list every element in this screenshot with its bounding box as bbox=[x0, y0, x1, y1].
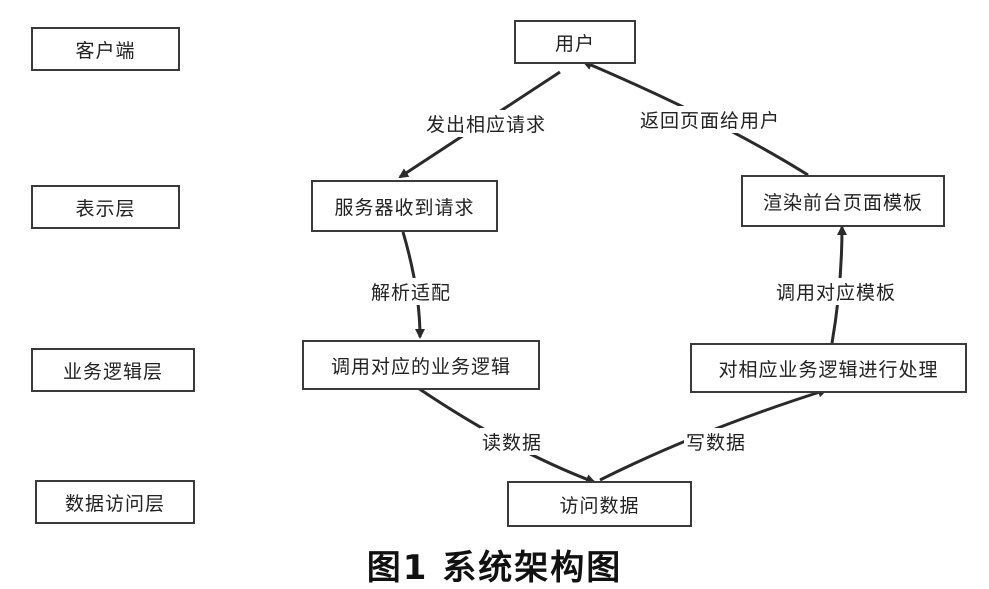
node-render-template-label: 渲染前台页面模板 bbox=[762, 191, 923, 214]
node-call-business-label: 调用对应的业务逻辑 bbox=[330, 355, 511, 378]
layer-data-access-label: 数据访问层 bbox=[64, 492, 165, 515]
edge-label-send-request: 发出相应请求 bbox=[424, 110, 549, 137]
node-access-data: 访问数据 bbox=[507, 481, 692, 527]
node-process-business-label: 对相应业务逻辑进行处理 bbox=[718, 358, 939, 381]
node-process-business: 对相应业务逻辑进行处理 bbox=[690, 343, 967, 393]
layer-client-label: 客户端 bbox=[75, 39, 136, 62]
figure-caption: 图1 系统架构图 bbox=[366, 548, 623, 588]
layer-presentation-box: 表示层 bbox=[31, 185, 180, 229]
layer-business-label: 业务逻辑层 bbox=[62, 360, 163, 383]
edge-label-call-template: 调用对应模板 bbox=[774, 278, 899, 305]
node-render-template: 渲染前台页面模板 bbox=[741, 175, 945, 227]
node-user-label: 用户 bbox=[554, 32, 595, 55]
edge-label-parse-adapt: 解析适配 bbox=[369, 278, 454, 305]
edge-label-read-data: 读数据 bbox=[480, 428, 545, 455]
node-access-data-label: 访问数据 bbox=[559, 494, 640, 517]
node-server-receive: 服务器收到请求 bbox=[311, 180, 498, 232]
node-server-receive-label: 服务器收到请求 bbox=[334, 196, 475, 219]
edge-label-return-page: 返回页面给用户 bbox=[638, 106, 783, 133]
layer-client-box: 客户端 bbox=[31, 27, 180, 71]
node-call-business: 调用对应的业务逻辑 bbox=[302, 340, 540, 390]
layer-presentation-label: 表示层 bbox=[75, 197, 136, 220]
layer-business-box: 业务逻辑层 bbox=[31, 348, 195, 392]
layer-data-access-box: 数据访问层 bbox=[35, 480, 195, 524]
edge-label-write-data: 写数据 bbox=[684, 428, 749, 455]
node-user: 用户 bbox=[514, 20, 636, 64]
